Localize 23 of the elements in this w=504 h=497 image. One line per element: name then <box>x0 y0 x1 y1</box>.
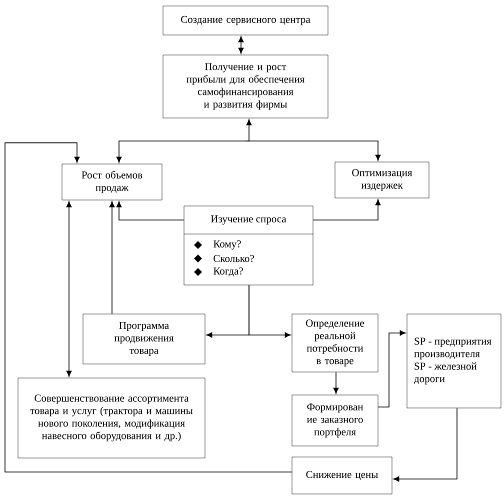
process-box: Оптимизация издержек <box>334 162 430 198</box>
process-box: Рост объемов продаж <box>62 164 162 200</box>
process-box: Определение реальной потребности в товаре <box>292 314 378 372</box>
process-box: Получение и рост прибыли для обеспечения самофинансирования и развития фирмы <box>162 54 328 118</box>
process-box: Программа продвижения товара <box>82 314 206 364</box>
process-box: Совершенствование ассортимента товара и услуг (трактора и машины нового поколения, модификация навесного оборудования и др.) <box>18 378 206 458</box>
arrow <box>333 372 339 394</box>
process-box: Формирован ие заказного портфеля <box>292 394 378 446</box>
arrow <box>66 201 72 377</box>
arrow <box>393 408 458 482</box>
arrow <box>109 201 115 314</box>
demand-study-box: Изучение спроса Кому? Сколько? Когда? <box>184 206 314 286</box>
process-box: SP - предприятия производителя SP - железной дороги <box>406 314 502 408</box>
process-box: Снижение цены <box>292 456 392 494</box>
arrow <box>116 201 184 220</box>
arrow <box>116 119 252 163</box>
arrow <box>4 142 292 472</box>
arrow <box>248 284 291 338</box>
process-box: Создание сервисного центра <box>162 6 328 36</box>
arrow <box>238 36 244 54</box>
arrow <box>245 140 381 161</box>
arrow <box>312 199 381 220</box>
arrow <box>378 330 406 408</box>
